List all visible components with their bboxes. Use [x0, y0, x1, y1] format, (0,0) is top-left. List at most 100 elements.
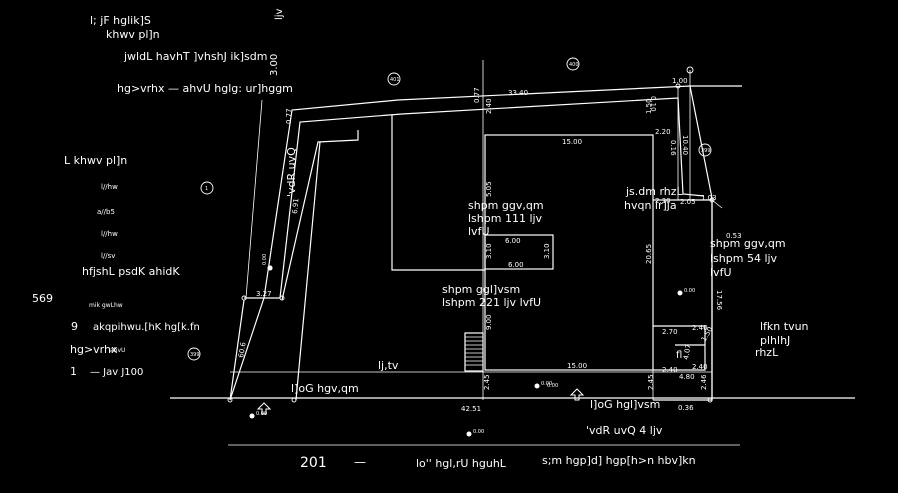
project-subtitle: jwldL havhT ]vhshJ ik]sdm: [123, 50, 268, 63]
shop-label: shpm ggv,qm: [710, 237, 786, 250]
legend-row-1: 1: [70, 365, 77, 378]
dimension-label: 6.91: [291, 198, 300, 214]
legend-row-9: 9: [71, 320, 78, 333]
legend-row-loc: hg>vrhx: [70, 343, 118, 356]
dimension-label: 15.00: [567, 362, 587, 370]
location-label: hg>vrhx — ahvU hglg: ur]hggm: [117, 82, 293, 95]
shop-label: shpm ggv,qm: [468, 199, 544, 212]
dimension-label: 2.40: [692, 363, 708, 371]
dimension-label: 0.77: [473, 87, 481, 103]
legend-item: l//sv: [101, 252, 115, 260]
dimension-label: 33.40: [508, 89, 528, 97]
dimension-label: 2.40: [692, 324, 708, 332]
marker-label: 1: [205, 186, 208, 192]
dimension-label: 10.40: [681, 135, 689, 155]
shop-label: lshpm 111 ljv: [468, 212, 543, 225]
right-annex: [653, 199, 713, 401]
bottom-left-label: l]oG hgv,qm: [291, 382, 359, 395]
dimension-label: 9.00: [485, 314, 493, 330]
survey-point: [227, 397, 233, 403]
level-label: 0.00: [541, 381, 552, 387]
level-marker: [249, 413, 255, 419]
shop-label: lshpm 221 ljv lvfU: [442, 296, 541, 309]
level-label: 0.00: [473, 429, 484, 435]
dimension-label: 2.70: [662, 328, 678, 336]
survey-point: [709, 197, 715, 203]
marker-circle: [200, 181, 214, 195]
survey-point: [707, 397, 713, 403]
dimension-label: 1.50: [645, 98, 653, 114]
marker-circle: [387, 72, 401, 86]
marker-circle: [187, 347, 201, 361]
rotated-dim-top: 3.00: [269, 54, 280, 76]
title-line-2: khwv pl]n: [106, 28, 160, 41]
road-label: lj,tv: [378, 359, 399, 372]
level-label: 0.00: [547, 383, 558, 389]
footer-number: 201: [300, 455, 327, 471]
dimension-label: 2.46: [700, 374, 708, 390]
dimension-label: 60.6: [237, 341, 248, 358]
dimension-label: 2.30: [655, 197, 671, 205]
site-boundary-inner: [244, 97, 705, 299]
marker-label: 399: [190, 352, 200, 358]
right-label: lfkn tvun: [760, 320, 809, 333]
right-top-label: js.dm rhzL: [625, 185, 684, 198]
dimension-label: 3.10: [485, 243, 493, 259]
marker-label: 401: [390, 77, 400, 83]
survey-point: [686, 66, 694, 74]
right-top-label: hvqn ir]ja: [624, 199, 677, 212]
right-annex-inner: [653, 325, 706, 371]
dimension-label: 5.05: [485, 181, 493, 197]
legend-number: 569: [32, 292, 53, 305]
level-label: 0.00: [256, 411, 267, 417]
survey-point: [675, 83, 681, 89]
legend-heading: L khwv pl]n: [64, 154, 127, 167]
footer-dash: —: [354, 455, 366, 469]
survey-point: [291, 397, 297, 403]
inner-block: [391, 115, 485, 271]
shop-label: lvfU: [710, 266, 732, 279]
dimension-label: 4.80: [679, 373, 695, 381]
level-marker: [466, 431, 472, 437]
legend-item: a//b5: [97, 208, 115, 216]
level-marker: [677, 290, 683, 296]
right-label: plhlhJ: [760, 334, 790, 347]
level-marker: [534, 383, 540, 389]
left-area-label: 'vdR uvQ: [285, 147, 298, 197]
dimension-label: 4.07: [682, 344, 693, 361]
dimension-label: 6.00: [505, 237, 521, 245]
dimension-label: 6.00: [508, 261, 524, 269]
dimension-label: 0.53: [726, 232, 742, 240]
level-label: 0.00: [684, 288, 695, 294]
footer-right: s;m hgp]d] hgp[h>n hbv]kn: [542, 454, 696, 467]
legend-item: l//hw: [101, 183, 118, 191]
marker-label: 399: [701, 148, 711, 154]
dimension-label: 2.40: [662, 366, 678, 374]
survey-point: [241, 295, 247, 301]
rotated-label-top: ljv: [274, 8, 285, 20]
legend-item: l//hw: [101, 230, 118, 238]
dimension-label: 2.45: [647, 374, 655, 390]
inner-room: [484, 234, 554, 270]
main-building-outline: [484, 134, 654, 371]
legend-row-9-text: akqpihwu.[hK hg[k.fn: [93, 322, 200, 333]
marker-circle: [566, 57, 580, 71]
entrance-arrow-icon: [256, 402, 272, 415]
level-marker: [267, 265, 273, 271]
dimension-label: 0.16: [669, 140, 677, 156]
title-line-1: l; jF hglik]S: [90, 14, 151, 27]
marker-label: 400: [569, 62, 579, 68]
marker-circle: [698, 143, 712, 157]
dimension-label: 20.65: [645, 244, 653, 264]
dimension-label: 0.10: [649, 96, 657, 112]
dimension-label: 1.00: [672, 77, 688, 85]
shop-label: lvfU: [468, 225, 490, 238]
legend-small: mik gwLhw: [89, 302, 123, 309]
right-label: rhzL: [755, 346, 779, 359]
survey-point: [279, 295, 285, 301]
left-edge-line: [229, 299, 245, 401]
left-setback-line: [281, 130, 359, 301]
dimension-label: 2.45: [483, 374, 491, 390]
